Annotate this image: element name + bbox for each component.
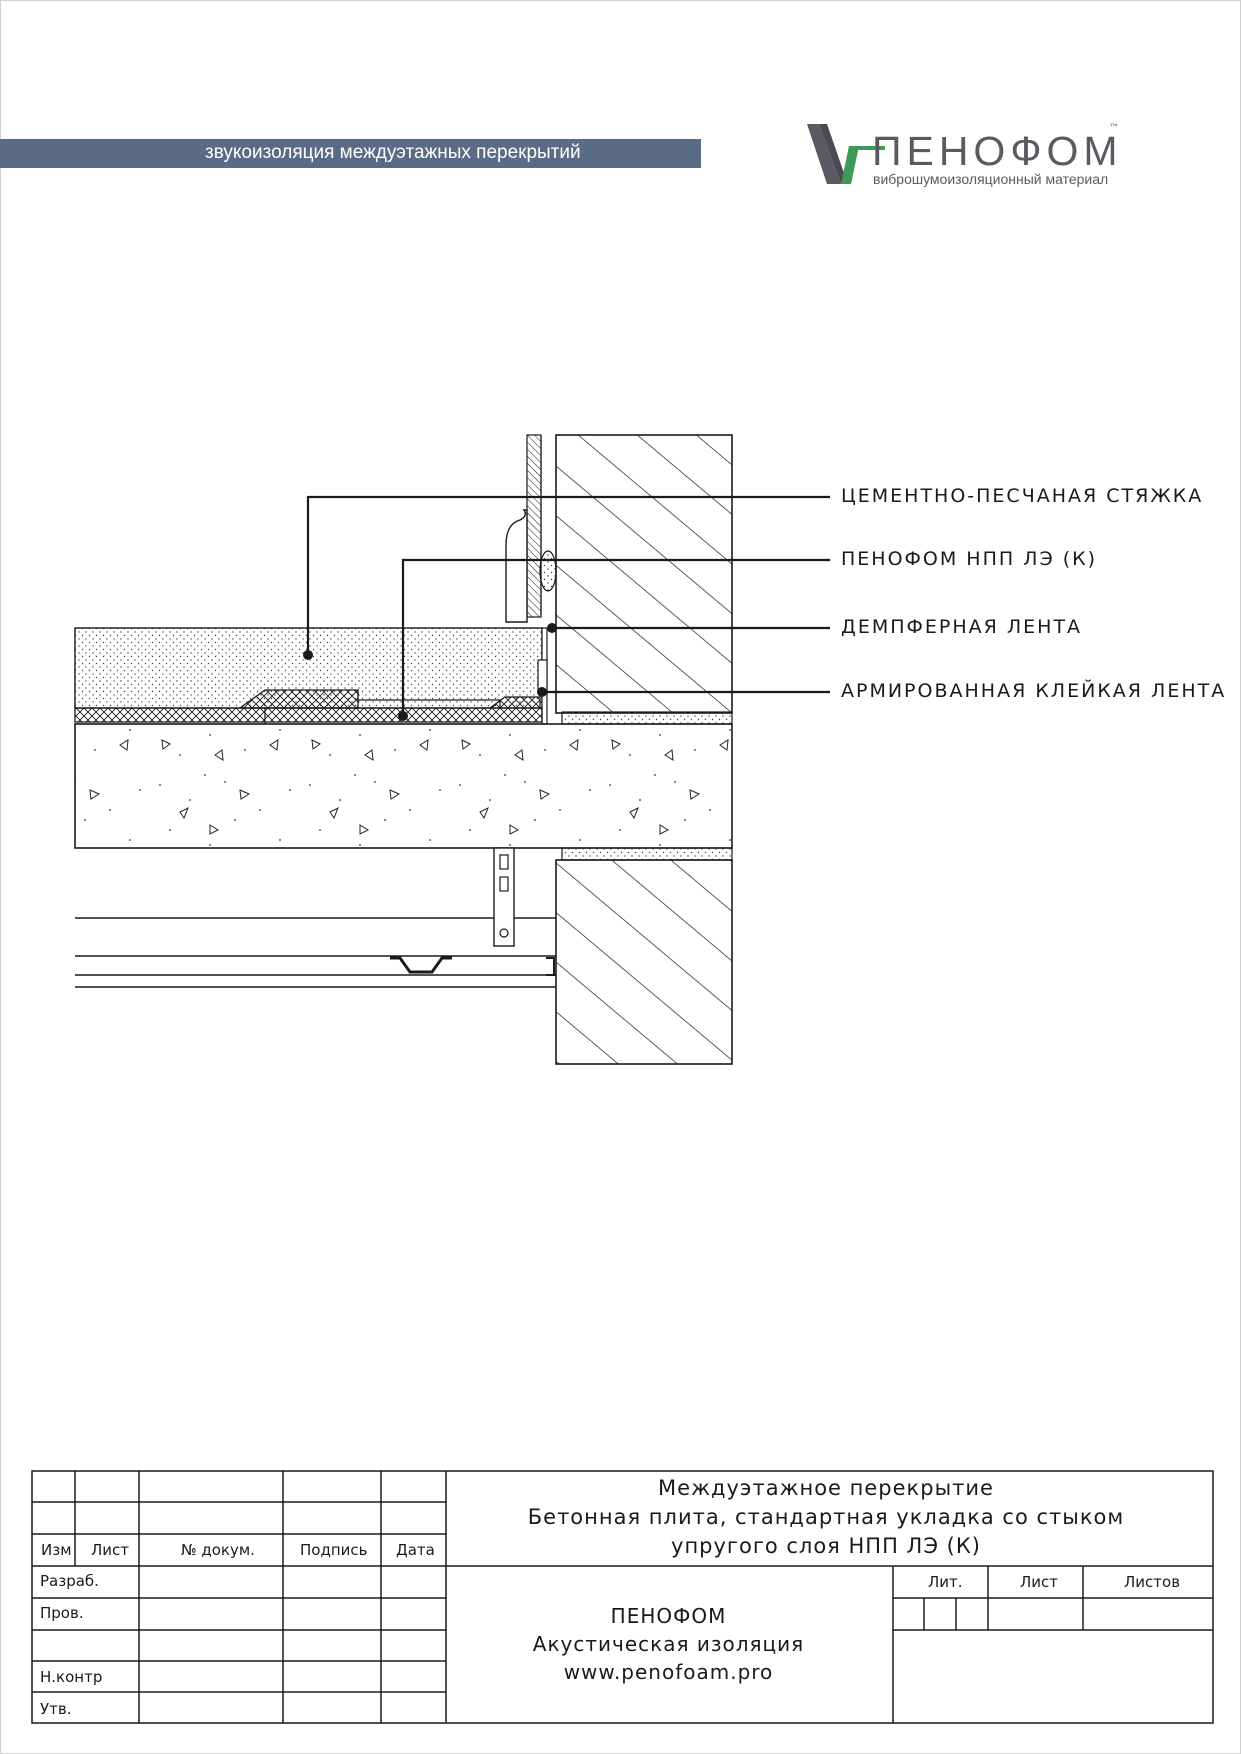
stamp-row-norm-control: Н.контр xyxy=(40,1668,103,1686)
stamp-row-approved: Утв. xyxy=(40,1700,72,1718)
callout-damper-tape: ДЕМПФЕРНАЯ ЛЕНТА xyxy=(841,616,1083,638)
logo-tagline: виброшумоизоляционный материал xyxy=(873,171,1109,187)
stamp-org-name: ПЕНОФОМ xyxy=(610,1604,727,1628)
logo-trademark: ™ xyxy=(1109,123,1119,134)
technical-drawing xyxy=(74,434,830,1065)
stamp-title-line-1: Междуэтажное перекрытие xyxy=(658,1476,994,1500)
stamp-col-list: Лист xyxy=(91,1541,130,1559)
callout-penofom-npp: ПЕНОФОМ НПП ЛЭ (К) xyxy=(841,548,1098,570)
stamp-row-checked: Пров. xyxy=(40,1604,84,1622)
title-block-grid xyxy=(31,1470,1214,1724)
header-band: звукоизоляция междуэтажных перекрытий xyxy=(0,139,701,168)
logo-wordmark: ПЕНОФОМ xyxy=(872,128,1123,174)
stamp-sheet-lit: Лит. xyxy=(928,1573,963,1591)
stamp-col-doc: № докум. xyxy=(181,1541,255,1559)
stamp-sheet-total: Листов xyxy=(1124,1573,1181,1591)
stamp-col-date: Дата xyxy=(396,1541,435,1559)
stamp-org-website: www.penofoam.pro xyxy=(563,1660,774,1684)
stamp-title-line-3: упругого слоя НПП ЛЭ (К) xyxy=(671,1534,981,1558)
stamp-col-signature: Подпись xyxy=(300,1541,368,1559)
stamp-sheet-list: Лист xyxy=(1020,1573,1059,1591)
callout-adhesive-tape: АРМИРОВАННАЯ КЛЕЙКАЯ ЛЕНТА xyxy=(841,680,1227,702)
logo-mark-icon xyxy=(807,124,885,184)
stamp-col-izm: Изм xyxy=(41,1541,72,1559)
callout-screed: ЦЕМЕНТНО-ПЕСЧАНАЯ СТЯЖКА xyxy=(841,485,1204,507)
stamp-row-developer: Разраб. xyxy=(40,1572,99,1590)
brand-logo: ПЕНОФОМ виброшумоизоляционный материал ™ xyxy=(805,122,1125,192)
header-band-text: звукоизоляция междуэтажных перекрытий xyxy=(205,142,581,163)
stamp-org-description: Акустическая изоляция xyxy=(532,1632,805,1656)
stamp-title-line-2: Бетонная плита, стандартная укладка со с… xyxy=(527,1505,1125,1529)
